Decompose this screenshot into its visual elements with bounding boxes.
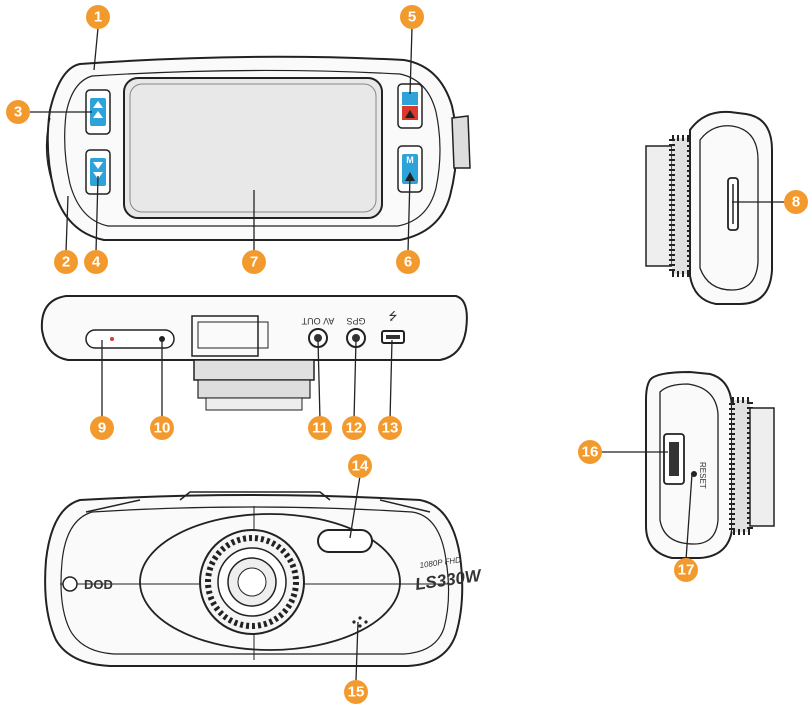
callout-14: 14 — [348, 454, 372, 478]
svg-text:M: M — [406, 155, 414, 165]
gps-label: GPS — [346, 316, 365, 326]
callout-3: 3 — [6, 100, 30, 124]
menu-record-button[interactable] — [397, 83, 423, 129]
svg-text:6: 6 — [404, 254, 412, 271]
callout-7: 7 — [242, 250, 266, 274]
svg-text:3: 3 — [14, 104, 22, 121]
front-oval-panel — [139, 513, 401, 651]
camera-front-view: DOD 1080P FHD LS330W — [44, 491, 484, 667]
callout-11: 11 — [308, 416, 332, 440]
svg-text:12: 12 — [346, 420, 363, 437]
svg-text:9: 9 — [98, 420, 106, 437]
svg-text:17: 17 — [678, 562, 695, 579]
svg-text:7: 7 — [250, 254, 258, 271]
svg-text:4: 4 — [92, 254, 101, 271]
callout-4: 4 — [84, 250, 108, 274]
speaker-holes — [352, 616, 368, 628]
svg-text:2: 2 — [62, 254, 70, 271]
svg-text:1: 1 — [94, 9, 102, 26]
usb-symbol: ⭍ — [388, 310, 397, 323]
camera-side-view-hdmi: RESET — [645, 370, 775, 559]
side2-lens-ring — [749, 407, 775, 527]
callout-9: 9 — [90, 416, 114, 440]
side-lens-ring — [645, 145, 673, 267]
leader-lines — [30, 27, 796, 681]
av-out-label: AV OUT — [301, 316, 334, 326]
down-button[interactable] — [85, 149, 111, 195]
lcd-screen-inner — [129, 83, 377, 213]
mount-slot — [191, 315, 259, 357]
svg-text:15: 15 — [348, 684, 365, 701]
callout-2: 2 — [54, 250, 78, 274]
mode-button[interactable]: M — [397, 145, 423, 193]
side-knob — [451, 115, 471, 169]
up-button[interactable] — [85, 89, 111, 135]
side-body-inner — [699, 125, 759, 291]
camera-side-view-sd — [645, 110, 773, 305]
camera-back-view: M — [45, 55, 471, 241]
callout-15: 15 — [344, 680, 368, 704]
callout-17: 17 — [674, 558, 698, 582]
callout-16: 16 — [578, 440, 602, 464]
mic-hole — [159, 336, 165, 342]
callout-1: 1 — [86, 5, 110, 29]
left-edge — [45, 117, 53, 183]
callout-8: 8 — [784, 190, 808, 214]
svg-text:5: 5 — [408, 9, 416, 26]
svg-text:10: 10 — [154, 420, 171, 437]
svg-text:13: 13 — [382, 420, 399, 437]
power-slot[interactable] — [85, 329, 175, 349]
lens-barrel-top — [193, 359, 315, 411]
main-lens — [199, 529, 305, 635]
callout-10: 10 — [150, 416, 174, 440]
callout-6: 6 — [396, 250, 420, 274]
top-ridges — [85, 491, 431, 513]
svg-text:14: 14 — [352, 458, 369, 475]
svg-text:16: 16 — [582, 444, 599, 461]
ir-led — [317, 529, 373, 553]
svg-text:11: 11 — [312, 420, 328, 437]
side2-body-inner — [659, 383, 719, 545]
power-indicator — [110, 337, 114, 341]
side2-body-outline — [645, 370, 733, 559]
brand-logo: DOD — [62, 576, 113, 592]
callout-5: 5 — [400, 5, 424, 29]
svg-text:DOD: DOD — [84, 577, 113, 592]
mount-slot-inner — [197, 321, 269, 349]
back-body-inner — [64, 69, 441, 227]
callout-13: 13 — [378, 416, 402, 440]
lcd-screen — [123, 77, 383, 219]
callout-12: 12 — [342, 416, 366, 440]
front-body-inner — [60, 506, 450, 655]
reset-label: RESET — [698, 462, 707, 489]
camera-top-view: AV OUT GPS ⭍ — [40, 295, 468, 411]
callouts: 1 2 3 4 5 6 7 8 9 10 11 12 13 14 15 16 1… — [6, 5, 808, 704]
svg-text:8: 8 — [792, 194, 800, 211]
